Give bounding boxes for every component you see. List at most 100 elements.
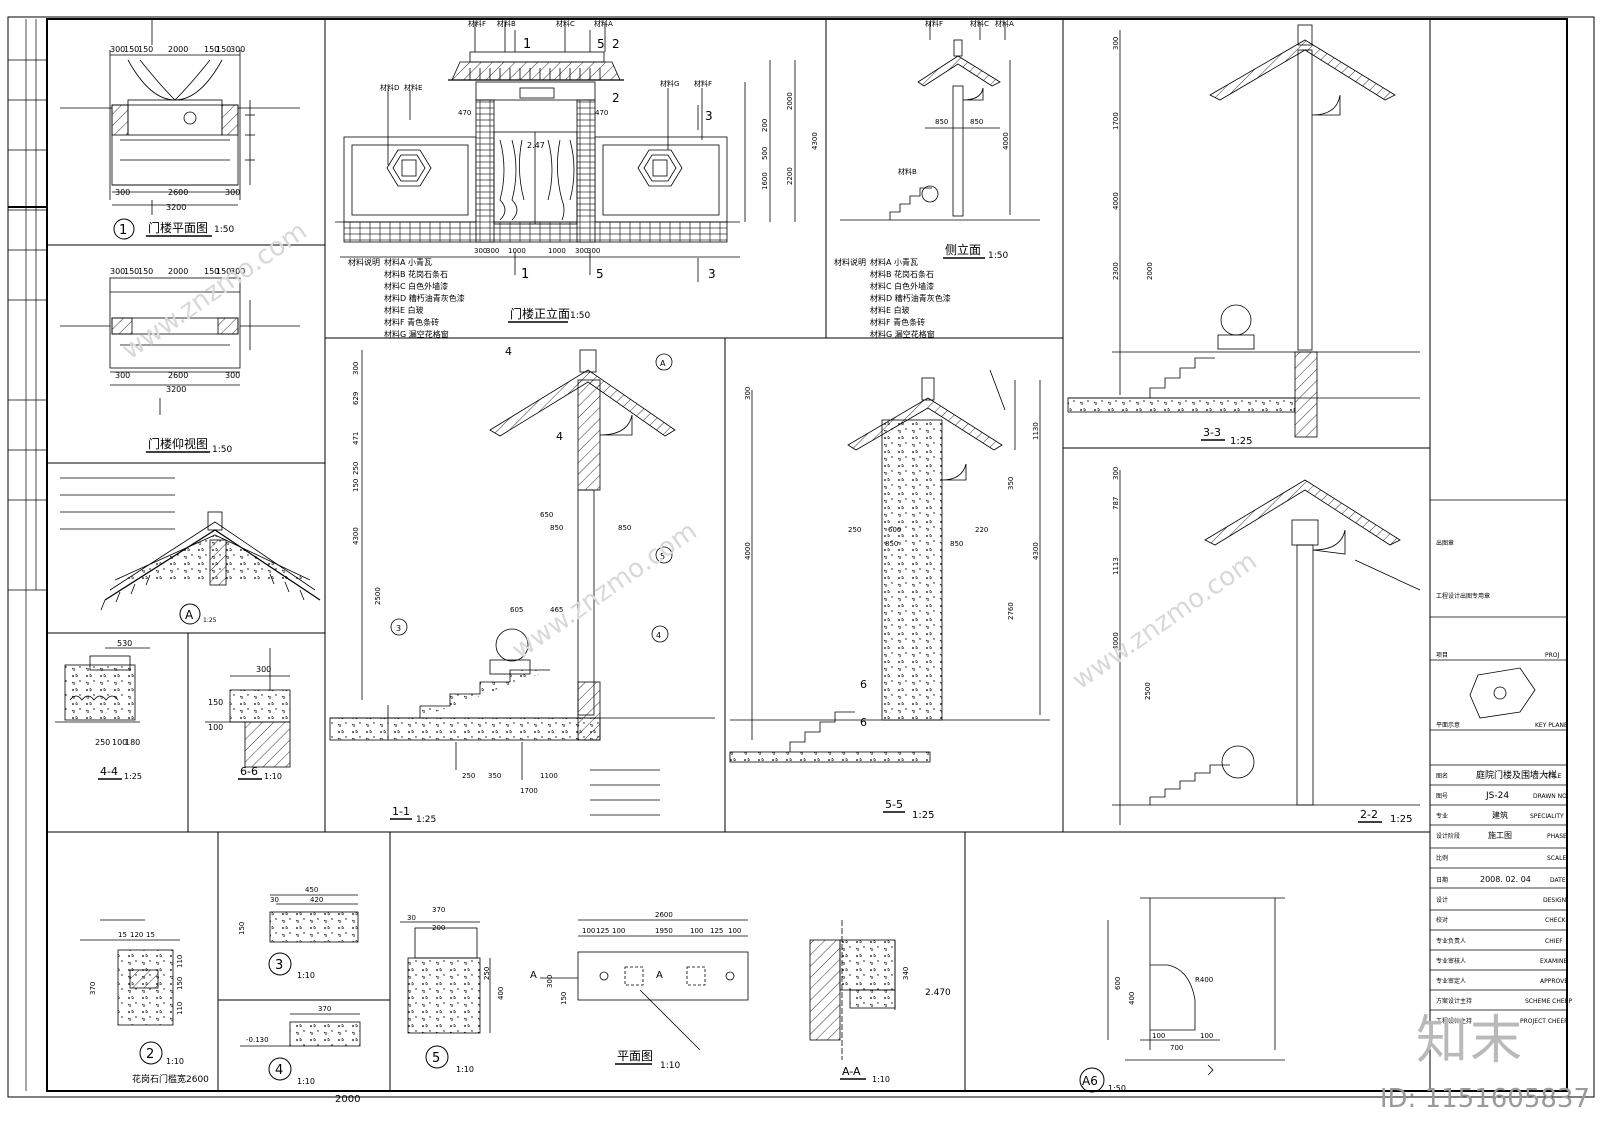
svg-text:1: 1 (523, 37, 531, 52)
dim: 1950 (655, 927, 673, 935)
svg-text:100: 100 (112, 738, 127, 747)
material-tag: 材料A (995, 19, 1014, 28)
dim: 850 (970, 118, 983, 126)
tb-label: 工程设计主持 (1436, 1017, 1472, 1025)
dim: 850 (885, 540, 898, 548)
material-item: 材料F 青色条砖 (384, 317, 439, 327)
drawing-scale: 1:25 (1230, 436, 1252, 447)
drawing-label: 5 (432, 1051, 440, 1066)
dim: 125 (710, 927, 723, 935)
dim: 1700 (520, 787, 538, 795)
dim: 400 (497, 987, 505, 1000)
dim: 150 (176, 977, 184, 990)
dim: 471 (352, 432, 360, 445)
svg-text:5: 5 (596, 267, 604, 281)
svg-text:470: 470 (458, 109, 471, 117)
tb-value: JS-24 (1485, 791, 1509, 801)
dim: 110 (176, 1002, 184, 1015)
dim: 150 (138, 267, 153, 276)
outer-border (7, 16, 1595, 1098)
material-item: 材料G 漏空花格窗 (870, 329, 935, 339)
drawing-note: 花岗石门槛宽2600 (132, 1073, 209, 1085)
dim: 300 (225, 188, 240, 197)
drawing-scale: 1:10 (872, 1075, 890, 1084)
dim: 300 (352, 362, 360, 375)
watermark-urls: www.znzmo.com www.znzmo.com www.znzmo.co… (117, 216, 1263, 696)
tb-label: EXAMINE (1540, 958, 1567, 965)
drawing-scale: 1:10 (660, 1061, 680, 1071)
dim: 100 (690, 927, 703, 935)
dim: 300 (546, 975, 554, 988)
panel-grid (47, 19, 1431, 1091)
tb-label: CHIEF (1545, 938, 1563, 945)
detail-a-drawing (60, 477, 321, 611)
section-11-drawing (329, 349, 715, 816)
dim: 150 (124, 267, 139, 276)
tb-label: 设计 (1436, 896, 1448, 904)
drawing-label: 1-1 (392, 805, 410, 818)
dim: 1000 (508, 247, 526, 255)
tb-label: 日期 (1436, 876, 1448, 884)
dim: 2000 (786, 92, 794, 110)
detail-3-dims: 450 30 420 150 (238, 886, 323, 935)
dim: 300 (115, 371, 130, 380)
svg-text:2: 2 (612, 37, 620, 51)
dim: 4300 (811, 132, 819, 150)
tb-label: PROJ (1545, 652, 1560, 659)
ceiling-title: 门楼仰视图 1:50 (146, 436, 232, 455)
dim: 150 (216, 267, 231, 276)
dim: 420 (310, 896, 323, 904)
dim: 400 (1128, 992, 1136, 1005)
drawing-label: 3 (275, 958, 283, 973)
drawing-scale: 1:25 (912, 810, 934, 821)
svg-text:470: 470 (595, 109, 608, 117)
drawing-label: 4-4 (100, 765, 118, 778)
tb-label: 比例 (1436, 854, 1448, 862)
drawing-scale: 1:50 (988, 251, 1008, 261)
svg-text:3: 3 (708, 267, 716, 281)
tb-label: 图名 (1436, 772, 1448, 780)
section-11-dims: 300 629 471 250 150 4300 2500 650 850 85… (352, 362, 631, 795)
tb-label: 专业负责人 (1436, 937, 1466, 945)
dim: 100 (1152, 1032, 1165, 1040)
detail-2-dims: 15 120 15 370 110 150 110 (89, 931, 184, 1015)
level-mark: 2.47 (527, 141, 545, 150)
dim: 300 (115, 188, 130, 197)
section-44-title: 4-4 1:25 (98, 765, 142, 781)
section-11-title: 1-1 1:25 (390, 805, 436, 825)
material-tag: 材料B (497, 19, 516, 28)
dim: 370 (318, 1005, 331, 1013)
material-item: 材料E 白玻 (384, 305, 424, 315)
svg-text:3: 3 (396, 624, 401, 633)
drawing-scale: 1:25 (203, 617, 217, 624)
detail-4-drawing (240, 1013, 361, 1047)
drawing-extra: 2000 (335, 1094, 360, 1105)
dim: 4000 (1002, 132, 1010, 150)
drawing-label: 2-2 (1360, 808, 1378, 821)
dim: 300 (1112, 37, 1120, 50)
dim: 1600 (761, 172, 769, 190)
side-elevation (840, 22, 1040, 221)
detail-2-title: 2 1:10 花岗石门槛宽2600 (132, 1041, 209, 1085)
section-55-drawing (729, 369, 1050, 763)
drawing-scale: 1:50 (570, 311, 590, 321)
detail-3-title: 3 1:10 (268, 952, 315, 980)
dim: 300 (225, 371, 240, 380)
dim: 15 (118, 931, 127, 939)
dim: 4000 (1112, 632, 1120, 650)
drawing-scale: 1:10 (297, 1077, 315, 1086)
material-tag: 材料B (898, 167, 917, 176)
drawing-scale: 1:25 (124, 772, 142, 781)
section-66-drawing (205, 648, 291, 768)
tb-label: PROJECT CHEEP (1520, 1018, 1568, 1025)
tb-label: 专业审定人 (1436, 977, 1466, 985)
dim: 300 (744, 387, 752, 400)
detail-2-drawing (80, 919, 180, 1026)
tb-value: 庭院门楼及围墙大样 (1476, 769, 1557, 781)
dim: 250 (462, 772, 475, 780)
svg-text:180: 180 (125, 738, 140, 747)
dim: 4300 (352, 527, 360, 545)
tb-label: 校对 (1436, 916, 1448, 924)
dim: 150 (352, 479, 360, 492)
